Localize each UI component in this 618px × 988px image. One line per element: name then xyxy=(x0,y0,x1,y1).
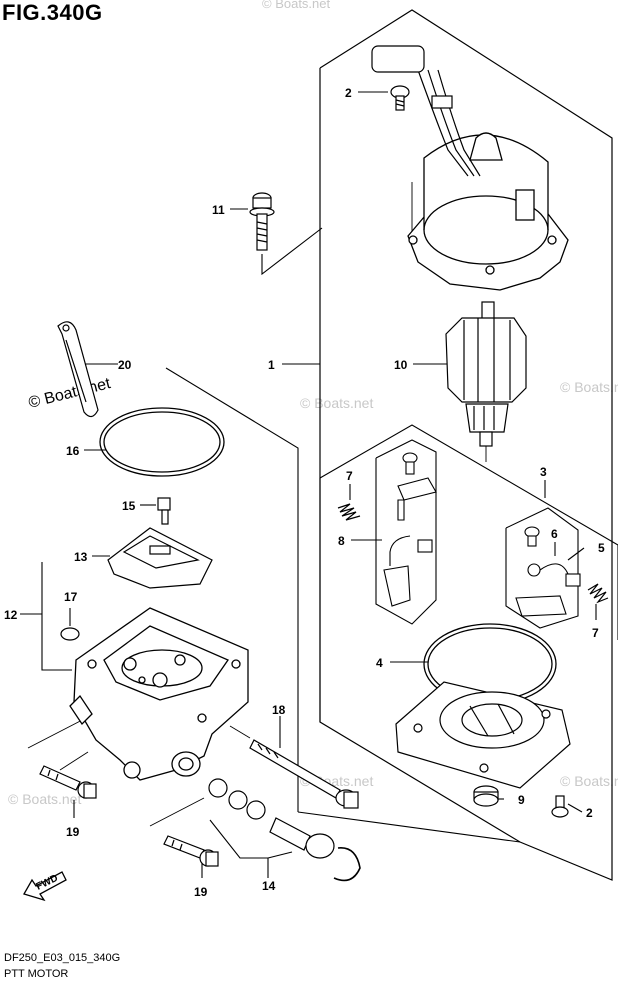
oring-part-16 xyxy=(99,407,225,477)
plate-part-13 xyxy=(107,527,213,589)
bolt-part-19-upper xyxy=(39,765,97,799)
spring-part-7-right xyxy=(587,583,609,604)
callout-10: 10 xyxy=(394,358,408,372)
filter-part-15 xyxy=(157,497,171,525)
valve-group-part-14 xyxy=(208,778,361,882)
screw-part-2-upper xyxy=(390,85,410,111)
assembly-frame-3 xyxy=(319,424,618,722)
callout-labels: 1 2 2 3 4 5 6 7 7 8 9 10 11 12 13 14 15 … xyxy=(4,86,605,899)
watermark-text: © Boats.net xyxy=(560,379,618,395)
callout-2: 2 xyxy=(345,86,352,100)
callout-19: 19 xyxy=(66,825,80,839)
watermark-text: © Boats.net xyxy=(27,375,113,412)
callout-9: 9 xyxy=(518,793,525,807)
callout-16: 16 xyxy=(66,444,80,458)
assembly-frame-12 xyxy=(165,367,521,843)
brush-group-part-8 xyxy=(375,439,437,625)
callout-13: 13 xyxy=(74,550,88,564)
callout-19: 19 xyxy=(194,885,208,899)
callout-15: 15 xyxy=(122,499,136,513)
diagram-code: DF250_E03_015_340G xyxy=(4,952,121,964)
watermark-text: © Boats.net xyxy=(8,791,81,807)
bolt-part-19-lower xyxy=(163,835,219,867)
forward-arrow-icon: FWD xyxy=(23,871,67,902)
screw-part-2-lower xyxy=(551,795,569,818)
callout-3: 3 xyxy=(540,465,547,479)
callout-18: 18 xyxy=(272,703,286,717)
leader-lines xyxy=(20,91,597,878)
armature-part-10 xyxy=(445,301,527,447)
diagram-caption: PTT MOTOR xyxy=(4,968,69,980)
watermark-text: © Boats.net xyxy=(262,0,331,11)
brush-group-part-5 xyxy=(505,507,581,629)
callout-12: 12 xyxy=(4,608,18,622)
watermark-text: © Boats.net xyxy=(300,395,373,411)
motor-housing xyxy=(407,132,569,291)
callout-4: 4 xyxy=(376,656,383,670)
callout-7: 7 xyxy=(346,469,353,483)
pump-body-part-12 xyxy=(69,607,249,781)
callout-1: 1 xyxy=(268,358,275,372)
motor-end-plate xyxy=(395,681,571,789)
callout-17: 17 xyxy=(64,590,78,604)
callout-11: 11 xyxy=(212,203,225,217)
callout-5: 5 xyxy=(598,541,605,555)
callout-2: 2 xyxy=(586,806,593,820)
callout-7: 7 xyxy=(592,626,599,640)
motor-wire-harness xyxy=(371,45,481,177)
seal-part-9 xyxy=(473,785,499,807)
watermark-text: © Boats.net xyxy=(560,773,618,789)
spring-part-7-left xyxy=(337,503,361,521)
callout-20: 20 xyxy=(118,358,132,372)
figure-title: FIG.340G xyxy=(2,0,103,25)
bolt-part-11 xyxy=(249,192,275,251)
clip-part-20 xyxy=(57,321,99,418)
oring-part-17 xyxy=(60,627,80,641)
callout-14: 14 xyxy=(262,879,276,893)
callout-8: 8 xyxy=(338,534,345,548)
callout-6: 6 xyxy=(551,527,558,541)
bolt-part-18 xyxy=(249,739,359,809)
